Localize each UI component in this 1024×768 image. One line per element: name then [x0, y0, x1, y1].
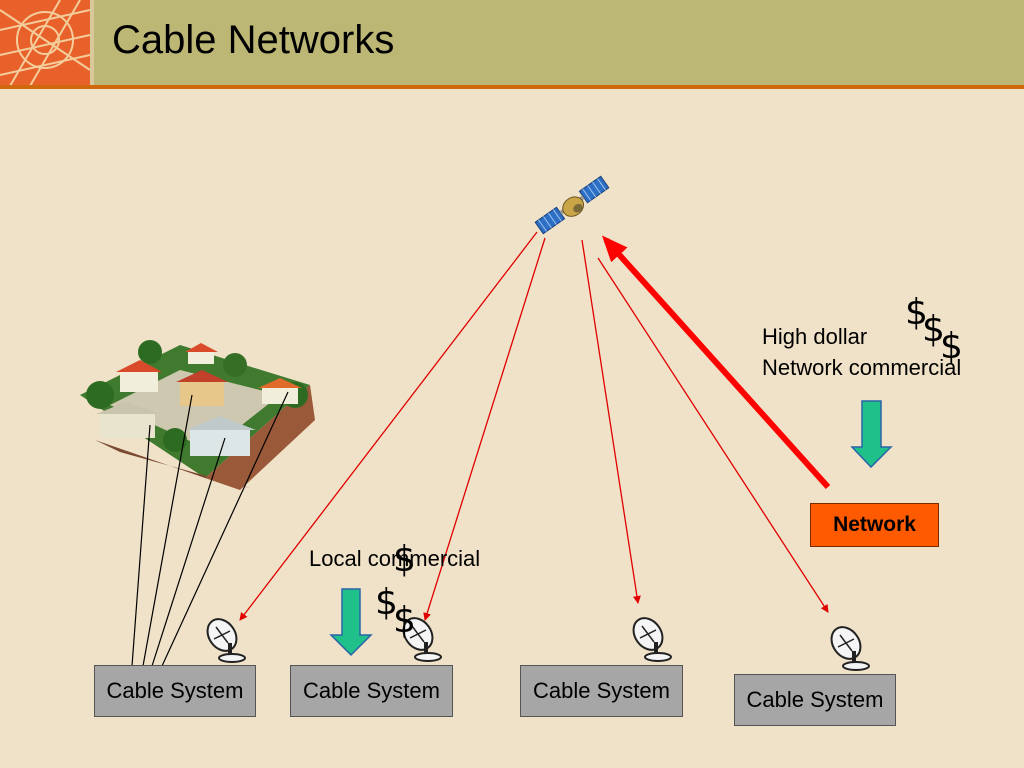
- satellite-dish-icon: [402, 617, 442, 662]
- cable-system-box: Cable System: [94, 665, 256, 717]
- satellite-dish-icon: [830, 626, 870, 671]
- dollar-sign: $: [375, 582, 398, 623]
- local-commercial-down-arrow: [329, 588, 373, 657]
- cable-system-box: Cable System: [520, 665, 683, 717]
- satellite-dish-icon: [206, 618, 246, 663]
- satellite-icon: [534, 175, 610, 235]
- network-commercial-label: Network commercial: [762, 355, 962, 380]
- cable-system-box: Cable System: [734, 674, 896, 726]
- satellite-dish-icon: [632, 617, 672, 662]
- dollar-sign: $: [393, 600, 416, 641]
- slide-header: [0, 0, 1024, 86]
- header-separator: [90, 0, 94, 86]
- decorative-logo: [0, 0, 90, 86]
- header-divider: [0, 85, 1024, 89]
- network-commercial-down-arrow: [850, 400, 893, 469]
- dollar-sign: $: [922, 309, 945, 350]
- cable-system-box: Cable System: [290, 665, 453, 717]
- house-neighborhood-illustration: [80, 340, 315, 490]
- dollar-sign: $: [393, 539, 416, 580]
- dollar-sign: $: [905, 292, 928, 333]
- network-uplink-arrow: [601, 235, 831, 490]
- dollar-sign: $: [940, 326, 963, 367]
- neighborhood-wires: [131, 391, 289, 667]
- local-commercial-label: Local commercial: [309, 546, 481, 571]
- slide-title: Cable Networks: [112, 18, 395, 62]
- satellite-downlinks: [239, 231, 829, 621]
- network-box: Network: [810, 503, 939, 547]
- high-dollar-label: High dollar: [762, 324, 868, 349]
